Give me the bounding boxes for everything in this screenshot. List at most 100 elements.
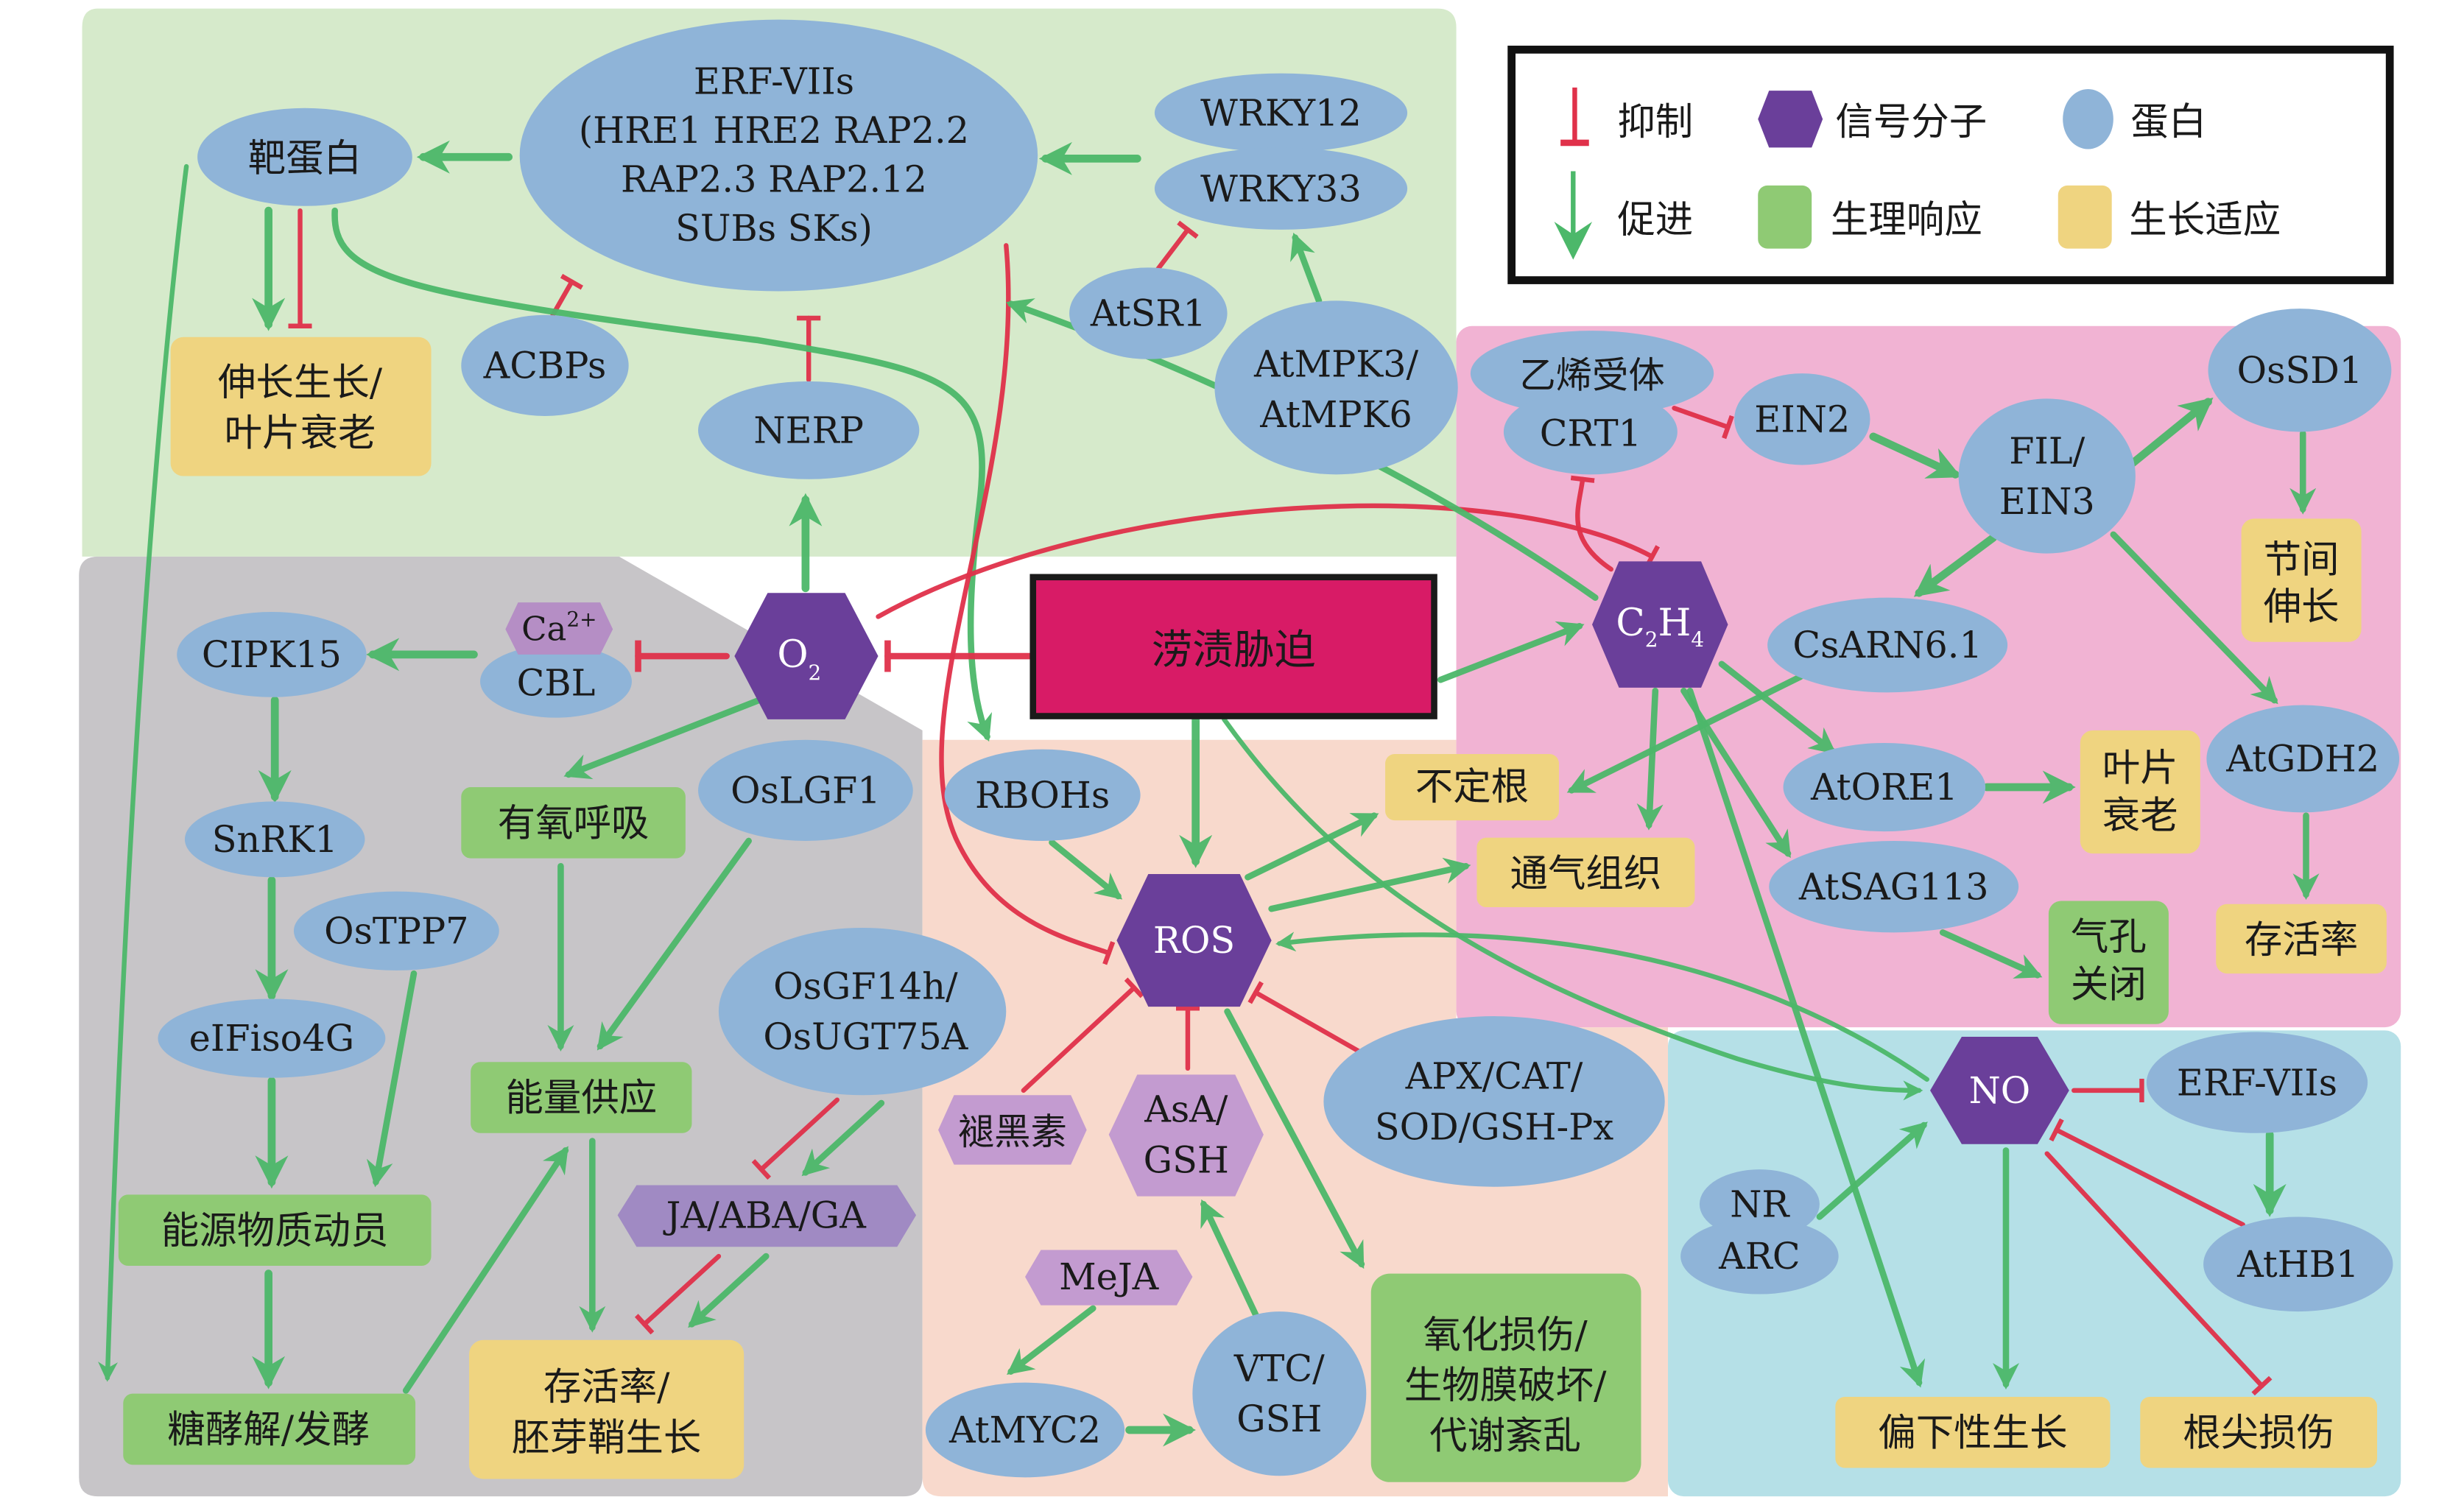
node-atmpk-line1: AtMPK3/ xyxy=(1253,342,1419,385)
edge-ros-to-oxidative xyxy=(1224,1008,1365,1269)
node-atmpk xyxy=(1214,300,1458,475)
edge-target-long-to-ros-area xyxy=(331,207,993,742)
edge-erf-inhibit-ros xyxy=(939,243,1116,965)
node-erf-line1: ERF-VIIs xyxy=(694,60,854,102)
box-epinasty xyxy=(1835,1396,2111,1468)
box-survival-line1: 存活率/ xyxy=(543,1365,670,1409)
legend-protein-icon xyxy=(2063,89,2113,149)
node-ostpp7-label: OsTPP7 xyxy=(324,909,468,952)
edge-c2h4-to-epinasty xyxy=(1686,687,1926,1388)
node-meja xyxy=(1025,1250,1193,1306)
node-crt1-label: CRT1 xyxy=(1540,412,1641,455)
box-mobilization xyxy=(118,1194,432,1266)
stress-label: 涝渍胁迫 xyxy=(1152,627,1316,674)
proteins: 靶蛋白 ERF-VIIs (HRE1 HRE2 RAP2.2 RAP2.3 RA… xyxy=(158,19,2400,1478)
node-ca-label: Ca2+ xyxy=(521,607,596,648)
edge-o2-to-aerobic xyxy=(563,692,774,780)
node-cbl xyxy=(480,645,632,718)
node-fil-line1: FIL/ xyxy=(2009,429,2085,472)
node-cipk15 xyxy=(177,611,367,697)
edge-antiox-inhibit-ros xyxy=(1247,981,1361,1054)
legend-signal-icon xyxy=(1758,91,1823,148)
node-ostpp7 xyxy=(293,891,499,971)
node-vtc-line1: VTC/ xyxy=(1233,1348,1325,1390)
box-elongation xyxy=(170,337,432,476)
box-glycolysis-label: 糖酵解/发酵 xyxy=(167,1408,370,1452)
edge-oslgf1-to-energy xyxy=(596,837,752,1051)
box-aerenchyma xyxy=(1476,837,1695,908)
node-wrky12 xyxy=(1154,73,1408,152)
node-csarn-label: CsARN6.1 xyxy=(1792,624,1982,666)
box-oxid-line2: 生物膜破坏/ xyxy=(1404,1364,1607,1408)
legend: 抑制 信号分子 蛋白 促进 生理响应 生长适应 xyxy=(1507,46,2394,284)
node-atsag-label: AtSAG113 xyxy=(1798,865,1989,908)
box-root-tip-damage xyxy=(2140,1396,2378,1468)
box-oxid-line3: 代谢紊乱 xyxy=(1429,1415,1581,1459)
edge-o2-inhibit-c2h4 xyxy=(876,503,1661,619)
node-no xyxy=(1930,1036,2069,1144)
node-erf-no-label: ERF-VIIs xyxy=(2177,1061,2337,1104)
edge-target-to-glycolysis xyxy=(98,163,189,1382)
node-atsr1 xyxy=(1069,267,1228,359)
node-atmyc2-label: AtMYC2 xyxy=(948,1409,1101,1451)
edge-fil-to-ossd1 xyxy=(2128,398,2214,468)
node-erf-viis-no xyxy=(2146,1032,2368,1133)
node-erf-viis xyxy=(519,19,1038,292)
stress-box xyxy=(1029,574,1437,719)
node-atore1 xyxy=(1783,742,1986,832)
node-nerp xyxy=(698,381,920,479)
legend-protein-label: 蛋白 xyxy=(2130,100,2206,144)
node-athb1-label: AtHB1 xyxy=(2236,1243,2359,1286)
node-asa-line1: AsA/ xyxy=(1144,1088,1228,1131)
edge-c2h4-to-aerenchyma xyxy=(1636,687,1664,831)
node-atmpk-line2: AtMPK6 xyxy=(1259,393,1412,436)
node-melatonin-label: 褪黑素 xyxy=(958,1110,1067,1153)
node-atgdh2-label: AtGDH2 xyxy=(2225,738,2379,781)
node-ros-label: ROS xyxy=(1153,919,1235,962)
edge-ja-to-survival xyxy=(688,1253,770,1328)
node-cipk15-label: CIPK15 xyxy=(202,633,342,676)
node-osgf-line2: OsUGT75A xyxy=(763,1015,968,1058)
node-ossd1 xyxy=(2208,309,2392,432)
node-o2-label: O2 xyxy=(777,633,821,685)
node-asa-gsh xyxy=(1108,1074,1264,1197)
edge-osgf-inhibit-ja xyxy=(751,1097,839,1180)
node-rbohs-label: RBOHs xyxy=(975,774,1110,817)
node-fil-line2: EIN3 xyxy=(1999,480,2095,523)
box-stomata-line1: 气孔 xyxy=(2071,915,2147,959)
node-snrk1-label: SnRK1 xyxy=(212,818,338,861)
node-vtc-gsh xyxy=(1192,1311,1367,1476)
box-energy-label: 能量供应 xyxy=(505,1077,657,1121)
response-boxes: 伸长生长/ 叶片衰老 节间 伸长 叶片 衰老 存活率 气孔 关闭 不定根 通气组… xyxy=(118,337,2387,1482)
node-atmyc2 xyxy=(925,1382,1125,1478)
edge-atmpk-to-wrky xyxy=(1290,232,1323,304)
edge-ros-to-advroot xyxy=(1245,812,1379,881)
node-athb1 xyxy=(2203,1216,2393,1312)
node-osgf-line1: OsGF14h/ xyxy=(773,965,958,1007)
edge-c2h4-inhibit-crt1 xyxy=(1570,475,1613,572)
node-crt1 xyxy=(1503,389,1678,475)
node-ethylene-receptor xyxy=(1470,331,1714,417)
node-atsag113 xyxy=(1769,840,2019,933)
signals: Ca2+ O2 C2H4 ROS NO JA/ABA/GA 褪黑素 AsA/ G… xyxy=(505,561,2069,1306)
node-erf-line2: (HRE1 HRE2 RAP2.2 xyxy=(579,109,969,152)
node-no-label: NO xyxy=(1969,1069,2031,1112)
box-internode-line1: 节间 xyxy=(2264,538,2340,582)
node-acbps xyxy=(461,314,629,417)
node-wrky12-label: WRKY12 xyxy=(1200,91,1362,134)
node-cbl-label: CBL xyxy=(517,662,596,705)
edge-fil-to-atgdh2 xyxy=(2110,531,2278,705)
edge-ostpp7-to-mobilize xyxy=(366,970,418,1188)
node-ja-aba-ga xyxy=(617,1185,917,1247)
node-asa-line2: GSH xyxy=(1144,1138,1229,1181)
node-erf-line3: RAP2.3 RAP2.12 xyxy=(621,158,927,200)
box-leaf-senescence xyxy=(2080,730,2200,854)
node-snrk1 xyxy=(184,801,365,878)
node-target-protein xyxy=(197,108,412,206)
box-leaf-line1: 叶片 xyxy=(2102,746,2178,790)
node-eifiso4g xyxy=(158,998,386,1078)
box-energy-supply xyxy=(471,1062,692,1133)
node-nerp-label: NERP xyxy=(753,409,864,451)
legend-growth-label: 生长适应 xyxy=(2129,198,2281,242)
